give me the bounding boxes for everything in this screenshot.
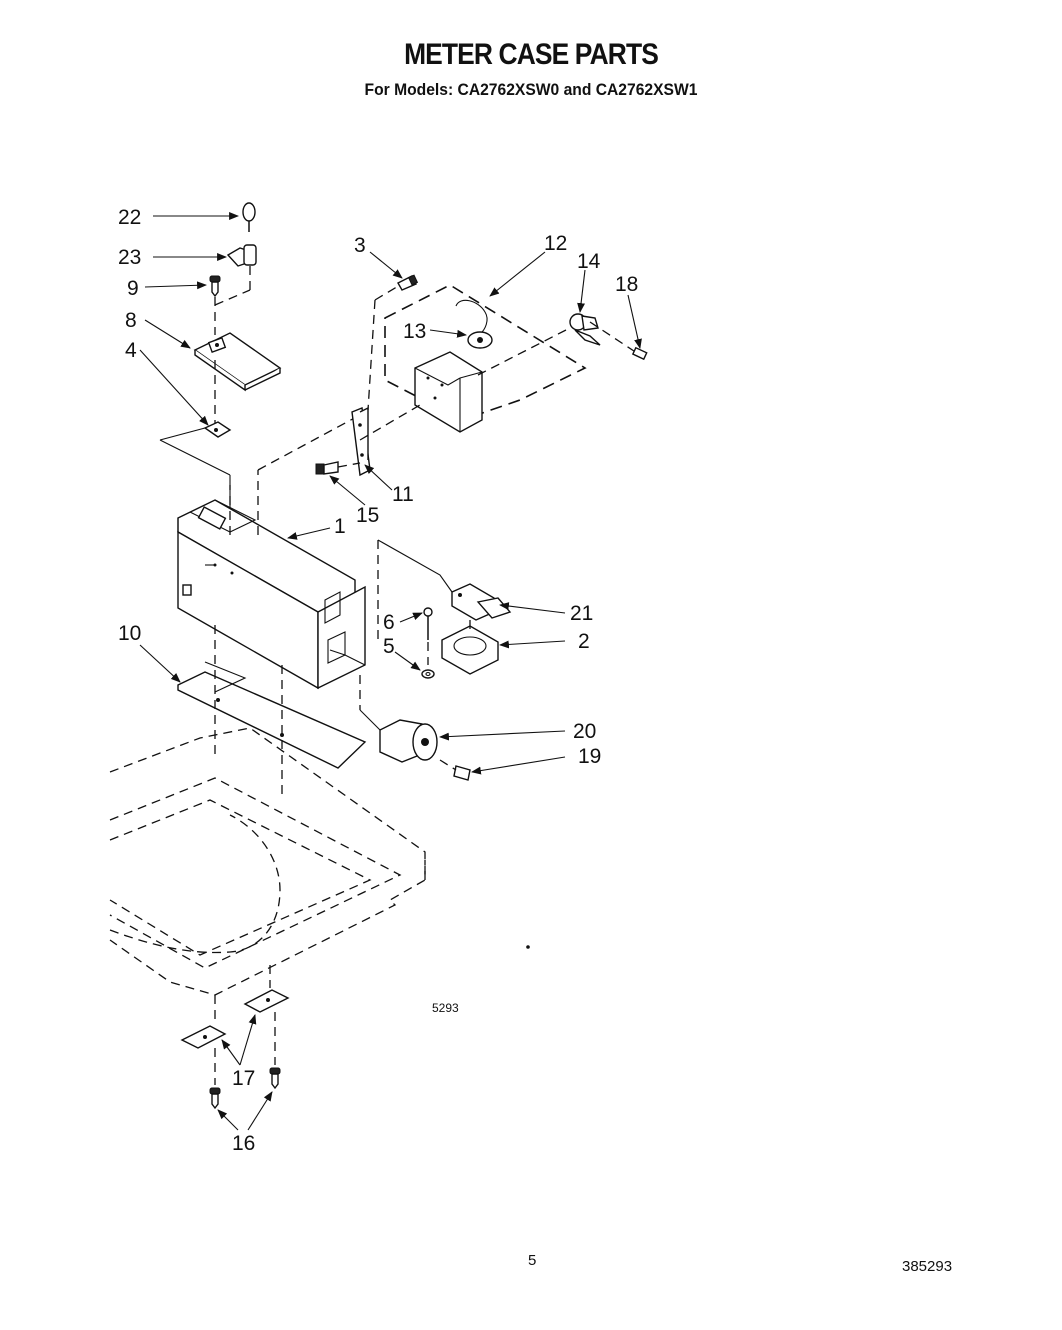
part-19-screw	[439, 759, 471, 781]
part-12-timer-assembly	[359, 284, 587, 441]
part-14-switch	[477, 313, 641, 376]
callout-17: 17	[232, 1067, 255, 1090]
part-8-cover-plate	[193, 332, 282, 425]
diagram-code: 5293	[432, 1001, 459, 1015]
callout-2: 2	[578, 630, 590, 653]
callout-12: 12	[544, 232, 567, 255]
callout-22: 22	[118, 206, 141, 229]
callout-1: 1	[334, 515, 346, 538]
part-21-drive-clip	[377, 539, 512, 640]
part-2-cup	[441, 620, 499, 675]
callout-13: 13	[403, 320, 426, 343]
part-16-screws	[209, 1067, 281, 1110]
part-3-screw	[397, 274, 419, 291]
part-22-knob	[242, 202, 256, 232]
callout-18: 18	[615, 273, 638, 296]
callout-6: 6	[383, 611, 395, 634]
part-23-clip	[226, 244, 257, 290]
part-20-coin-mechanism	[359, 675, 438, 763]
part-11-mount-bracket	[351, 284, 401, 477]
washer-top-outline	[109, 727, 530, 996]
callout-11: 11	[392, 483, 414, 506]
callout-9: 9	[127, 277, 139, 300]
page-title: METER CASE PARTS	[404, 38, 659, 71]
model-subtitle: For Models: CA2762XSW0 and CA2762XSW1	[364, 80, 698, 99]
callout-16: 16	[232, 1132, 255, 1155]
callout-23: 23	[118, 246, 141, 269]
callout-15: 15	[356, 504, 379, 527]
leader-lines	[139, 212, 642, 1131]
callout-4: 4	[125, 339, 137, 362]
callout-19: 19	[578, 745, 601, 768]
part-10-bottom-plate	[177, 625, 367, 795]
callout-8: 8	[125, 309, 137, 332]
part-17-brackets	[180, 965, 290, 1085]
part-15-screw	[315, 461, 361, 475]
callout-20: 20	[573, 720, 596, 743]
callout-5: 5	[383, 635, 395, 658]
part-9-screw	[209, 275, 251, 335]
part-5-washer	[421, 669, 435, 679]
part-6-screw	[423, 607, 433, 665]
part-18-screw	[631, 346, 648, 361]
document-number: 385293	[902, 1258, 953, 1275]
callout-labels: 22 23 9 8 4 3 12 13 14 18 11 15 1 10 21 …	[118, 206, 638, 1155]
part-13-timer-motor	[455, 299, 493, 349]
part-1-meter-case	[177, 414, 366, 690]
callout-3: 3	[354, 234, 366, 257]
page-number: 5	[528, 1252, 537, 1269]
callout-10: 10	[118, 622, 141, 645]
part-4-bracket	[159, 421, 232, 530]
callout-14: 14	[577, 250, 601, 273]
callout-21: 21	[570, 602, 593, 625]
